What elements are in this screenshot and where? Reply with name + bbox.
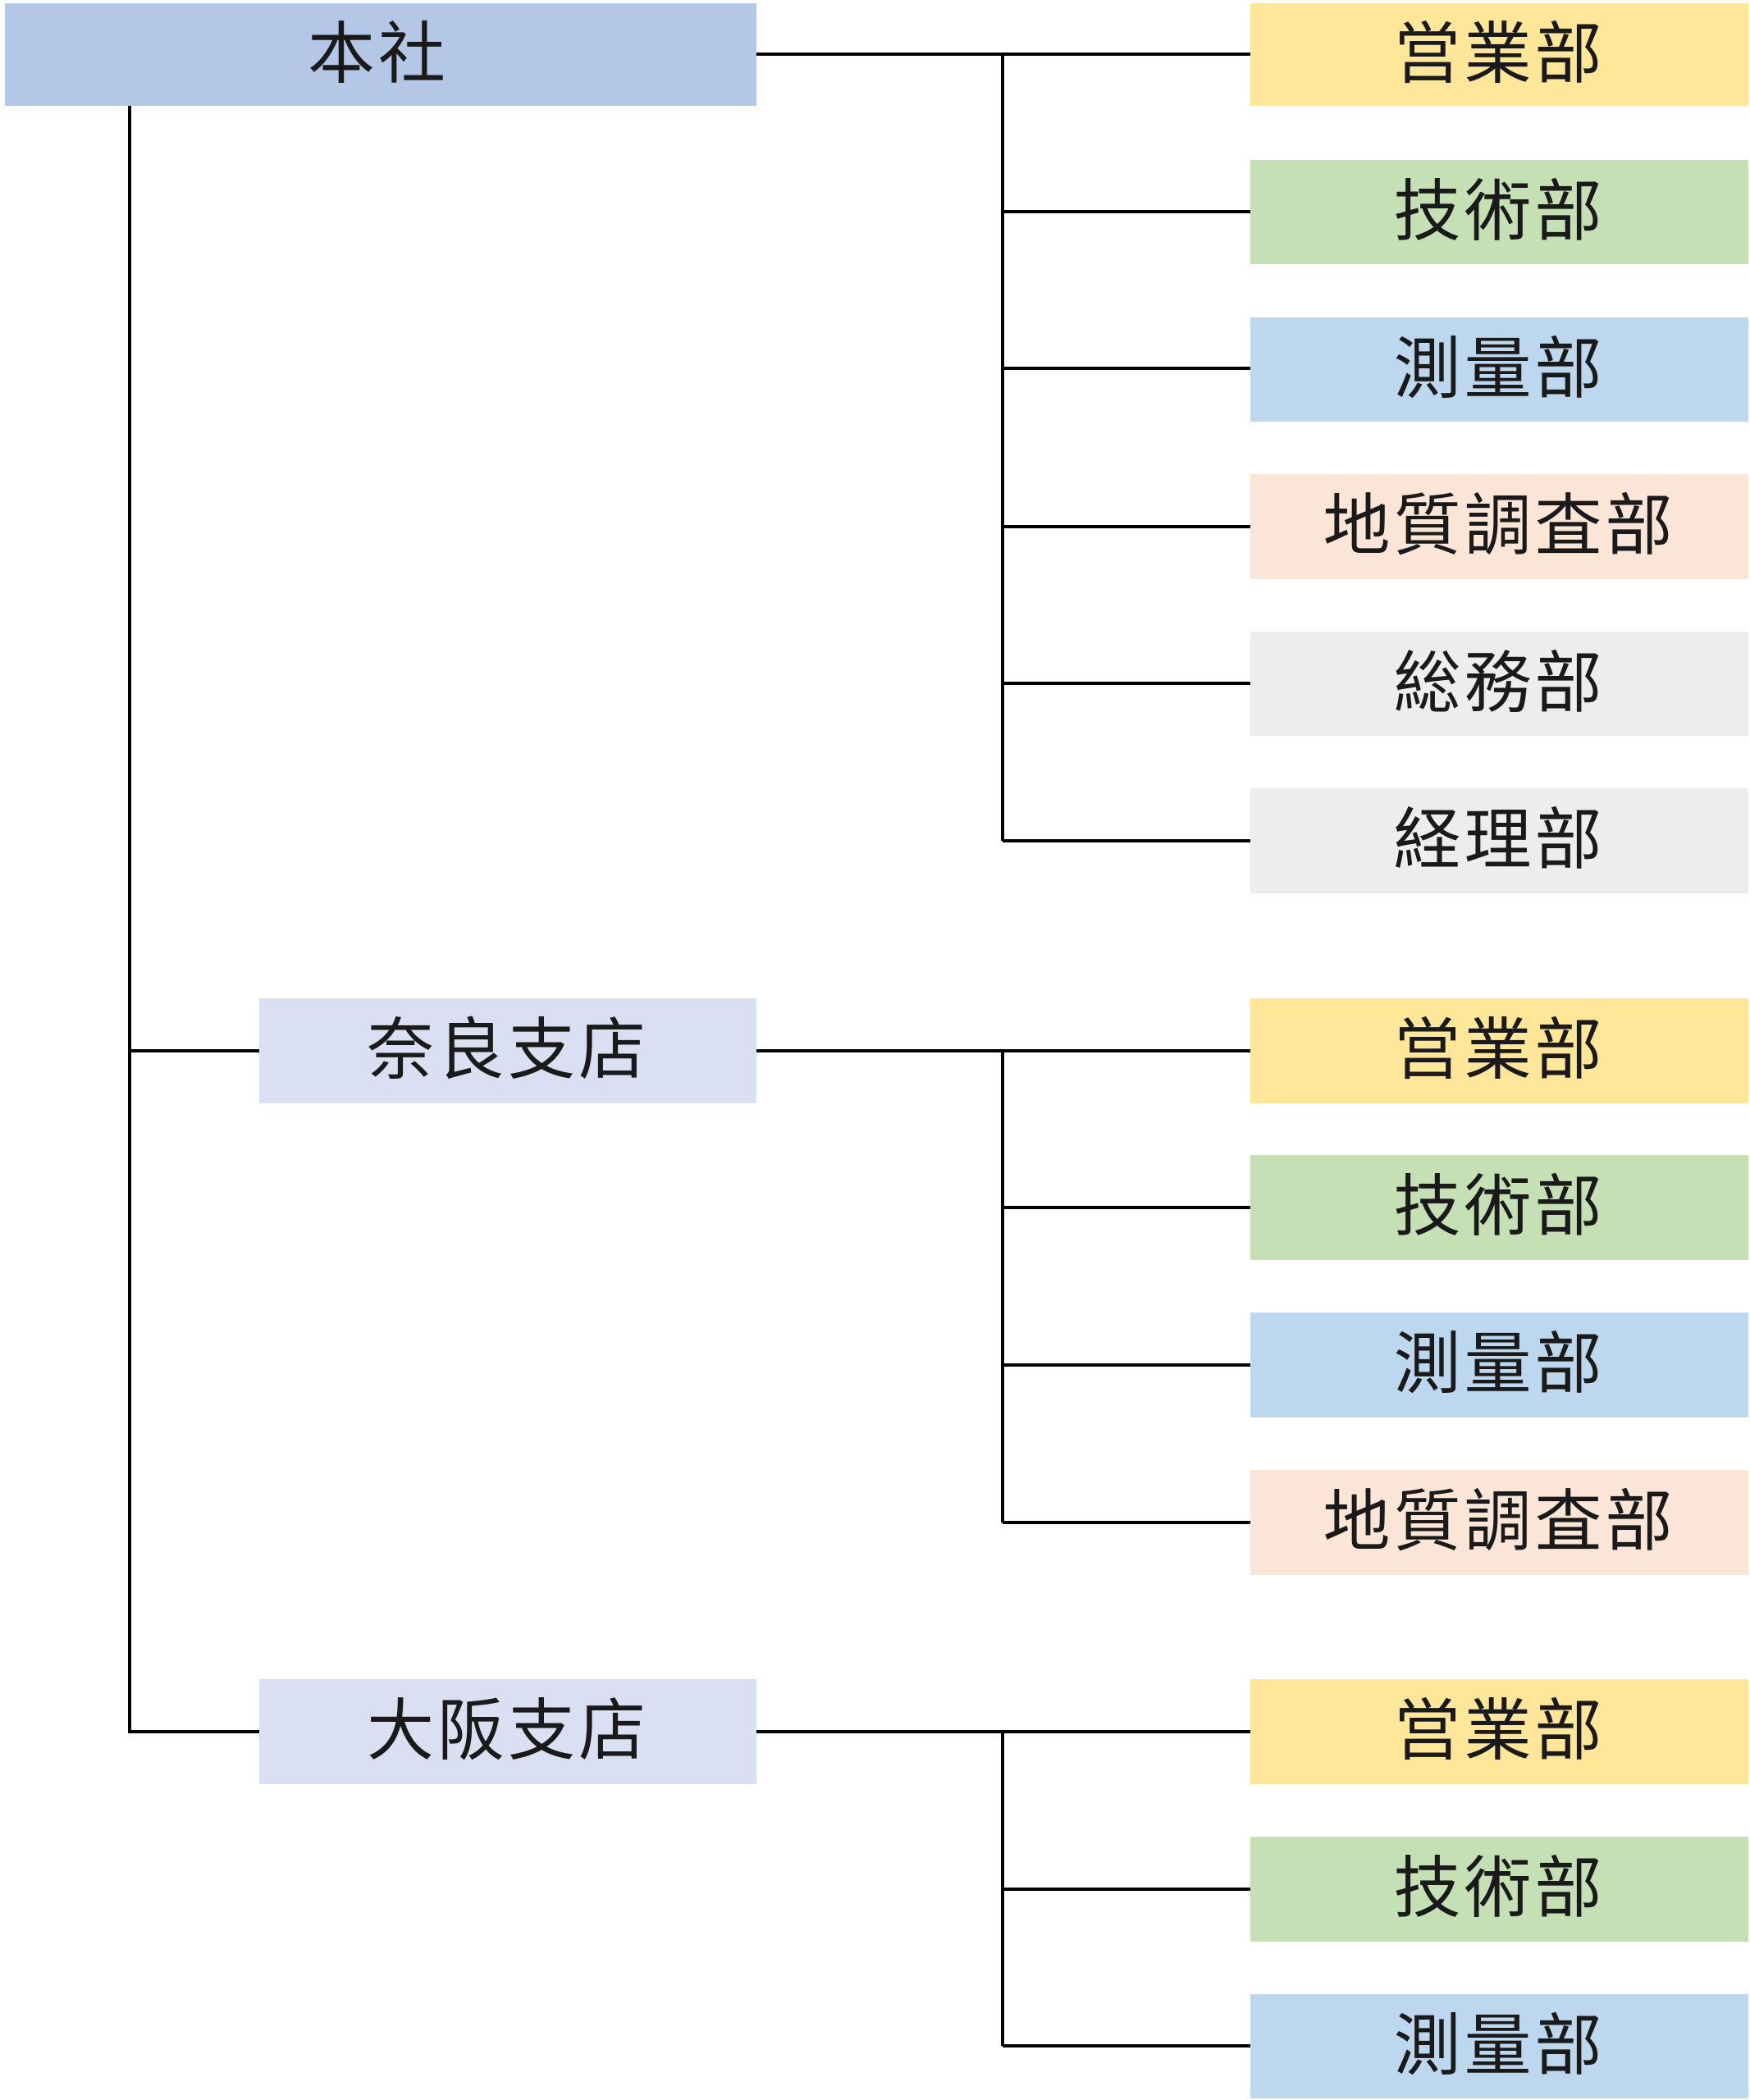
hq-departments-line <box>756 52 1250 842</box>
osaka-branch-node: 大阪支店 <box>259 1679 756 1784</box>
hq-to-branches-line <box>128 106 259 1733</box>
dept-label: 測量部 <box>1393 1326 1606 1404</box>
dept-label: 営業部 <box>1393 1011 1606 1089</box>
hq-survey-dept: 測量部 <box>1250 317 1748 422</box>
hq-general-affairs-dept: 総務部 <box>1250 632 1748 736</box>
nara-departments-line <box>756 1049 1250 1524</box>
nara-geology-dept: 地質調査部 <box>1250 1470 1748 1575</box>
dept-label: 測量部 <box>1393 2006 1606 2085</box>
dept-label: 総務部 <box>1393 644 1606 723</box>
nara-survey-dept: 測量部 <box>1250 1312 1748 1418</box>
hq-accounting-dept: 経理部 <box>1250 788 1748 893</box>
dept-label: 測量部 <box>1393 330 1606 409</box>
osaka-survey-dept: 測量部 <box>1250 1994 1748 2098</box>
nara-branch-node: 奈良支店 <box>259 998 756 1103</box>
nara-tech-dept: 技術部 <box>1250 1155 1748 1260</box>
osaka-tech-dept: 技術部 <box>1250 1837 1748 1942</box>
osaka-branch-label: 大阪支店 <box>366 1692 649 1770</box>
osaka-sales-dept: 営業部 <box>1250 1679 1748 1784</box>
osaka-departments-line <box>756 1730 1250 2048</box>
dept-label: 技術部 <box>1393 1850 1606 1928</box>
headquarters-node: 本社 <box>5 3 756 106</box>
dept-label: 技術部 <box>1393 1168 1606 1246</box>
nara-sales-dept: 営業部 <box>1250 998 1748 1103</box>
hq-sales-dept: 営業部 <box>1250 3 1748 106</box>
dept-label: 経理部 <box>1393 801 1606 879</box>
dept-label: 営業部 <box>1393 1692 1606 1770</box>
dept-label: 地質調査部 <box>1323 1483 1676 1561</box>
dept-label: 地質調査部 <box>1323 487 1676 565</box>
hq-geology-dept: 地質調査部 <box>1250 474 1748 579</box>
nara-branch-label: 奈良支店 <box>366 1011 649 1089</box>
dept-label: 技術部 <box>1393 172 1606 251</box>
headquarters-label: 本社 <box>308 15 450 94</box>
hq-tech-dept: 技術部 <box>1250 160 1748 264</box>
dept-label: 営業部 <box>1393 15 1606 94</box>
